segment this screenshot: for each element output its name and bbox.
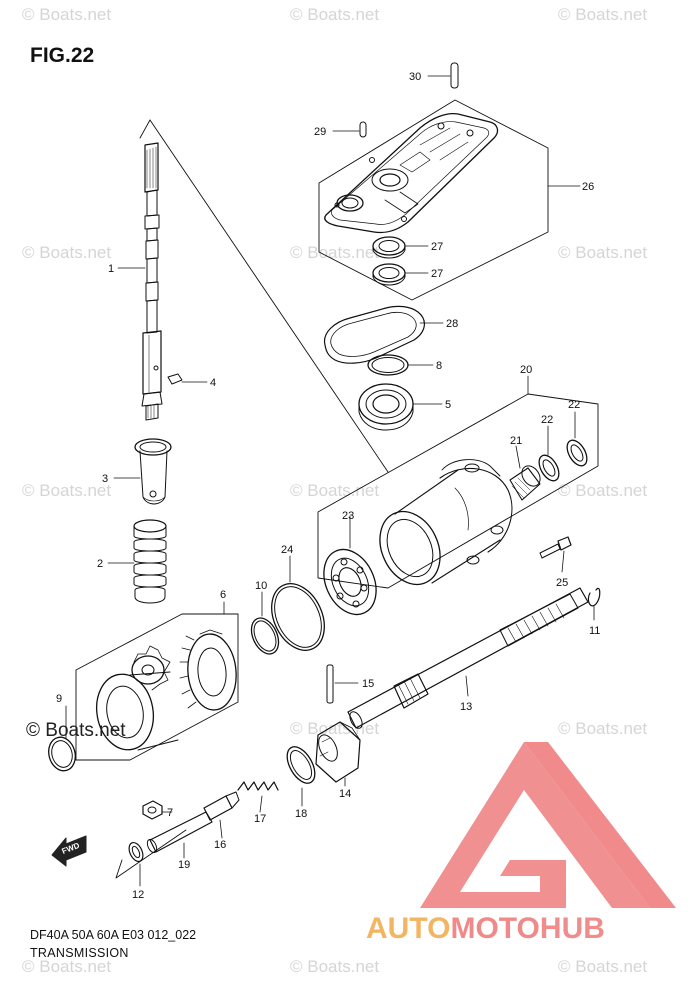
- watermark: © Boats.net: [558, 481, 648, 500]
- callout-1: 1: [108, 263, 114, 275]
- part-18-ring: [286, 746, 316, 784]
- part-21-needle-bearing: [509, 465, 541, 501]
- part-30-pin: [450, 62, 459, 89]
- callout-numbers: 30 29 26 27 27 1 28 8 4 5 20 22 22 21 3 …: [56, 71, 600, 901]
- logo-part-auto: AUTO: [366, 912, 450, 945]
- watermark: © Boats.net: [290, 243, 380, 262]
- part-19-shift-rod: [146, 811, 213, 854]
- logo-part-moto: MOTO: [450, 912, 539, 945]
- callout-18: 18: [295, 808, 307, 820]
- callout-27-upper: 27: [431, 241, 443, 253]
- part-7-nut: [142, 800, 163, 820]
- callout-29: 29: [314, 126, 326, 138]
- part-4-key: [167, 373, 183, 385]
- callout-19: 19: [178, 859, 190, 871]
- watermark: © Boats.net: [558, 243, 648, 262]
- callout-22-a: 22: [541, 414, 553, 426]
- callout-8: 8: [436, 360, 442, 372]
- watermark: © Boats.net: [558, 719, 648, 738]
- part-14-clutch: [315, 721, 361, 783]
- part-20-bearing-housing: [317, 393, 599, 589]
- callout-20: 20: [520, 364, 532, 376]
- part-2-bellows: [133, 519, 167, 604]
- fwd-arrow-icon: [51, 835, 87, 867]
- figure-caption: TRANSMISSION: [30, 946, 129, 960]
- callout-3: 3: [102, 473, 108, 485]
- part-23-ball-bearing: [323, 548, 377, 616]
- watermark: © Boats.net: [22, 243, 112, 262]
- callout-9: 9: [56, 693, 62, 705]
- part-5-bearing: [358, 383, 414, 431]
- callout-13: 13: [460, 701, 472, 713]
- callout-21: 21: [510, 435, 522, 447]
- callout-25: 25: [556, 577, 568, 589]
- callout-30: 30: [409, 71, 421, 83]
- part-10-o-ring: [250, 617, 280, 655]
- watermark: © Boats.net: [22, 481, 112, 500]
- part-17-spring: [237, 781, 279, 791]
- watermark: © Boats.net: [290, 5, 380, 24]
- callout-28: 28: [446, 318, 458, 330]
- callout-2: 2: [97, 558, 103, 570]
- callout-15: 15: [362, 678, 374, 690]
- watermark-primary: © Boats.net: [26, 720, 126, 741]
- part-25-bolt: [539, 536, 572, 559]
- part-27-oil-seal-upper: [372, 236, 406, 259]
- part-22-oil-seal-b: [566, 439, 588, 467]
- leader-lines: [65, 75, 595, 887]
- logo-part-hub: HUB: [540, 912, 605, 945]
- part-24-o-ring: [271, 583, 325, 651]
- watermark: © Boats.net: [290, 481, 380, 500]
- callout-6: 6: [220, 589, 226, 601]
- watermark: © Boats.net: [290, 719, 380, 738]
- part-11-circlip: [587, 587, 601, 607]
- assembly-guide-line: [115, 829, 187, 879]
- part-16-plunger: [203, 791, 240, 821]
- callout-12: 12: [132, 889, 144, 901]
- watermark: © Boats.net: [290, 957, 380, 976]
- logo-wordmark: AUTOMOTOHUB: [366, 912, 605, 945]
- callout-14: 14: [339, 788, 351, 800]
- part-3-sleeve: [134, 438, 172, 505]
- watermark: © Boats.net: [22, 5, 112, 24]
- part-28-o-ring-gasket: [323, 305, 425, 364]
- part-22-oil-seal-a: [538, 454, 560, 482]
- callout-10: 10: [255, 580, 267, 592]
- callout-7: 7: [167, 807, 173, 819]
- watermark: © Boats.net: [22, 957, 112, 976]
- watermark: © Boats.net: [558, 5, 648, 24]
- figure-title: FIG.22: [30, 44, 95, 67]
- automotohub-logo: AUTOMOTOHUB: [366, 742, 676, 945]
- callout-16: 16: [214, 839, 226, 851]
- part-9-shim: [48, 736, 76, 772]
- callout-26: 26: [582, 181, 594, 193]
- callout-27-lower: 27: [431, 268, 443, 280]
- figure-code: DF40A 50A 60A E03 012_022: [30, 928, 197, 942]
- assembly-guide-line: [149, 119, 389, 473]
- callout-24: 24: [281, 544, 293, 556]
- part-8-o-ring: [367, 354, 409, 376]
- part-29-pin: [359, 121, 367, 138]
- part-15-pin: [326, 664, 334, 704]
- part-1-drive-shaft: [141, 142, 163, 421]
- part-6-gear-set: [75, 613, 239, 761]
- callout-5: 5: [445, 399, 451, 411]
- watermark: © Boats.net: [558, 957, 648, 976]
- callout-22-b: 22: [568, 399, 580, 411]
- callout-17: 17: [254, 813, 266, 825]
- part-26-oil-pump-case: [318, 99, 549, 301]
- part-13-propeller-shaft: [347, 587, 589, 729]
- callout-23: 23: [342, 510, 354, 522]
- callout-4: 4: [210, 377, 216, 389]
- callout-11: 11: [589, 625, 600, 637]
